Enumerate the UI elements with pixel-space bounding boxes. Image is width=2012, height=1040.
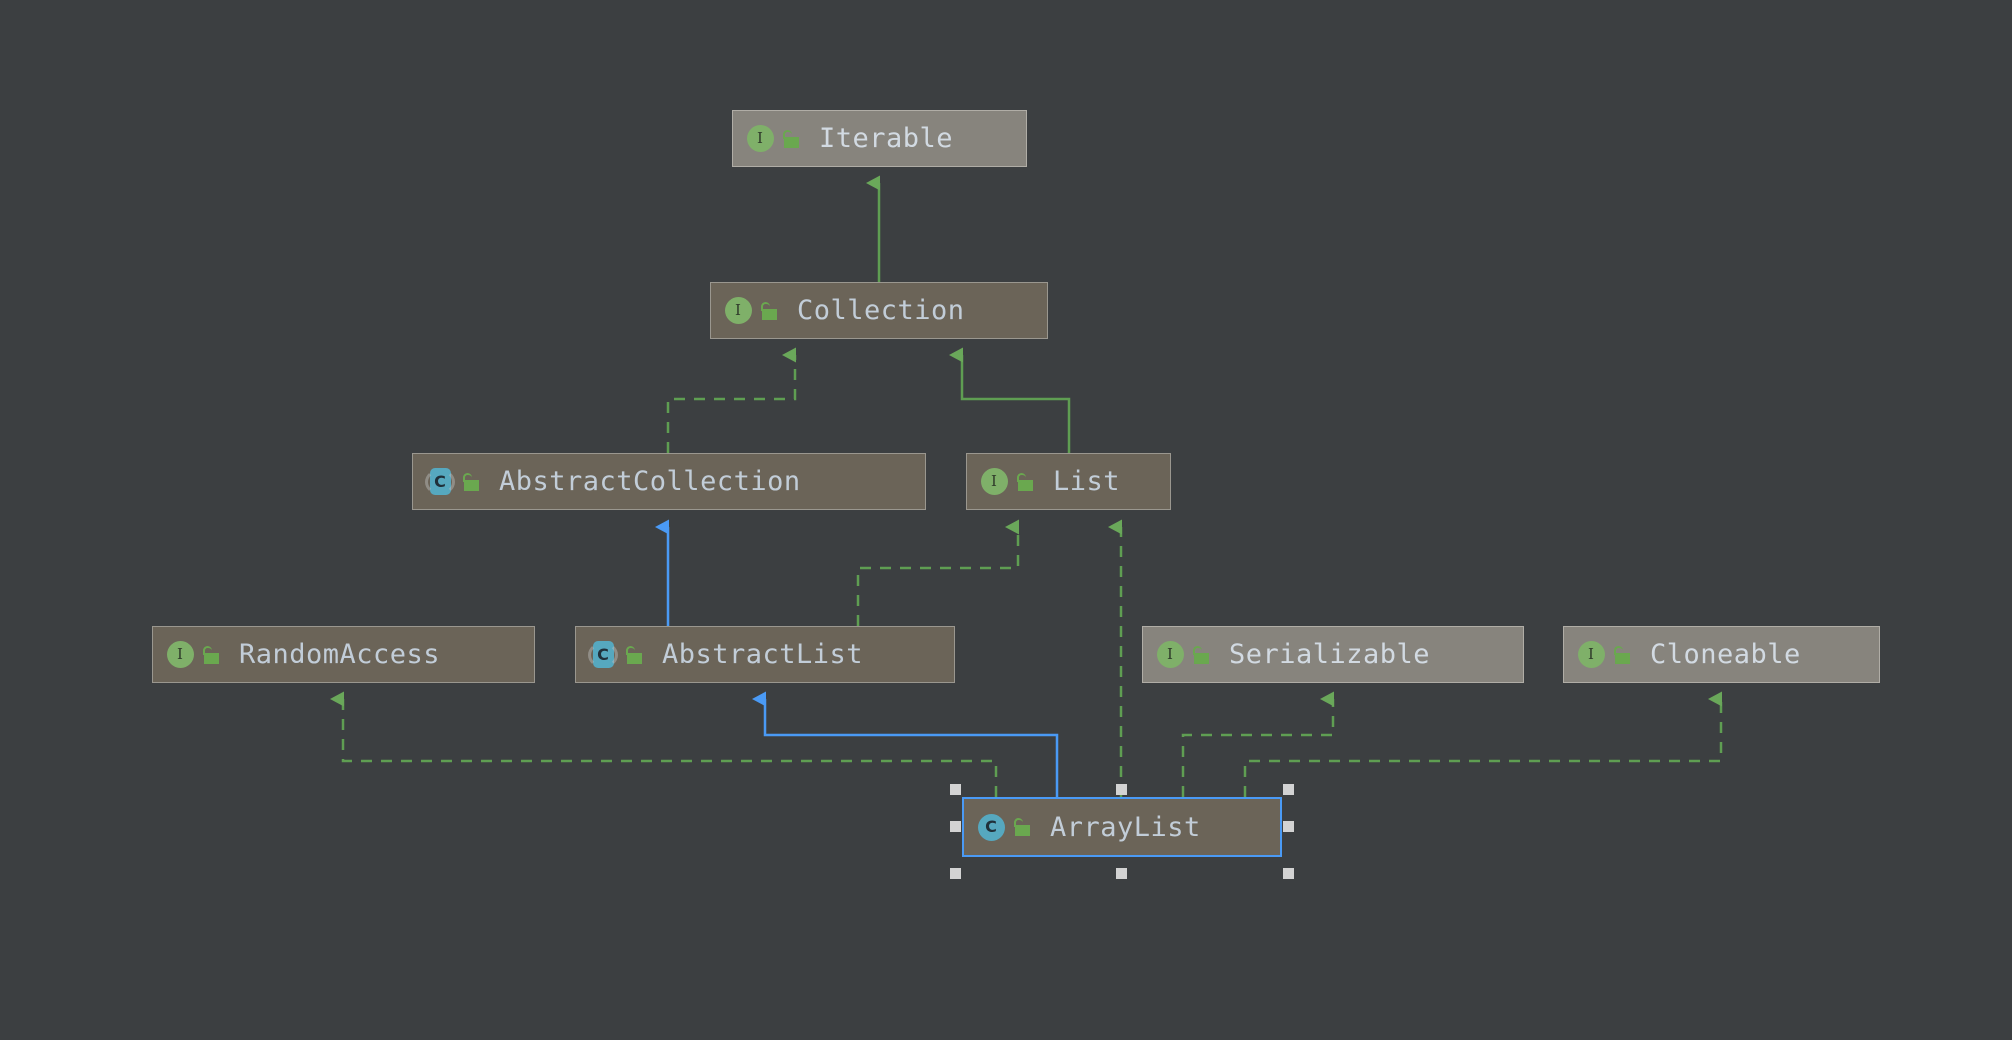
resize-handle-top-left[interactable] [950,784,961,795]
uml-node-label: Cloneable [1650,639,1801,670]
uml-node-label: ArrayList [1050,811,1201,843]
uml-node-serializable[interactable]: I Serializable [1142,626,1524,683]
uml-node-label: Collection [797,295,965,326]
edge-arraylist-to-serializable[interactable] [1181,691,1335,797]
unlock-icon [1612,642,1634,668]
interface-marker-icon: I [745,124,775,154]
unlock-icon [759,298,781,324]
class-marker-icon: C [976,812,1006,842]
unlock-icon [624,642,646,668]
interface-marker-icon: I [979,467,1009,497]
edge-arraylist-to-randomaccess[interactable] [330,691,998,797]
uml-node-label: Serializable [1229,639,1431,670]
uml-node-collection[interactable]: I Collection [710,282,1048,339]
uml-node-label: Iterable [819,123,954,154]
resize-handle-bottom-left[interactable] [950,868,961,879]
interface-marker-icon: I [165,640,195,670]
edge-arraylist-to-cloneable[interactable] [1243,691,1723,797]
unlock-icon [781,126,803,152]
interface-marker-icon: I [1576,640,1606,670]
interface-marker-icon: I [1155,640,1185,670]
uml-node-list[interactable]: I List [966,453,1171,510]
edge-abstractcollection-to-collection[interactable] [666,347,797,453]
resize-handle-middle-left[interactable] [950,821,961,832]
resize-handle-bottom-right[interactable] [1283,868,1294,879]
edge-arraylist-to-abstractlist[interactable] [752,691,1059,797]
uml-node-label: AbstractList [662,639,864,670]
uml-node-random-access[interactable]: I RandomAccess [152,626,535,683]
uml-node-abstract-list[interactable]: C AbstractList [575,626,955,683]
edge-abstractlist-to-list[interactable] [856,519,1020,626]
resize-handle-bottom-center[interactable] [1116,868,1127,879]
uml-node-abstract-collection[interactable]: C AbstractCollection [412,453,926,510]
uml-node-array-list[interactable]: C ArrayList [962,797,1282,857]
uml-node-cloneable[interactable]: I Cloneable [1563,626,1880,683]
abstract-class-marker-icon: C [425,467,455,497]
resize-handle-top-right[interactable] [1283,784,1294,795]
unlock-icon [201,642,223,668]
uml-node-iterable[interactable]: I Iterable [732,110,1027,167]
unlock-icon [1015,469,1037,495]
edge-list-to-collection[interactable] [949,347,1071,453]
uml-node-label: List [1053,466,1121,497]
unlock-icon [1191,642,1213,668]
uml-node-label: RandomAccess [239,639,441,670]
unlock-icon [461,469,483,495]
uml-node-label: AbstractCollection [499,466,801,497]
unlock-icon [1012,814,1034,840]
interface-marker-icon: I [723,296,753,326]
abstract-class-marker-icon: C [588,640,618,670]
resize-handle-middle-right[interactable] [1283,821,1294,832]
resize-handle-top-center[interactable] [1116,784,1127,795]
